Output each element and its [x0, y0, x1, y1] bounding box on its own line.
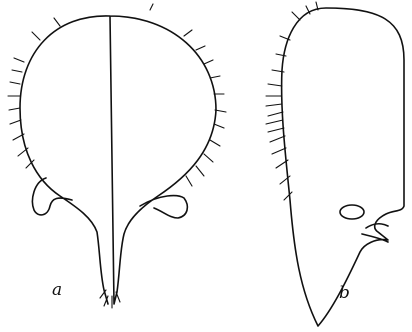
figure-label-a: a — [52, 282, 62, 299]
specimen-b — [266, 2, 404, 326]
specimen-a-left-pouch — [33, 178, 73, 215]
specimen-a-outline — [20, 16, 216, 304]
figure-label-b: b — [339, 285, 350, 302]
specimen-a-right-pouch — [140, 196, 187, 218]
specimen-b-oval — [340, 205, 364, 219]
specimen-a — [8, 4, 226, 308]
specimen-b-outline — [282, 8, 404, 326]
